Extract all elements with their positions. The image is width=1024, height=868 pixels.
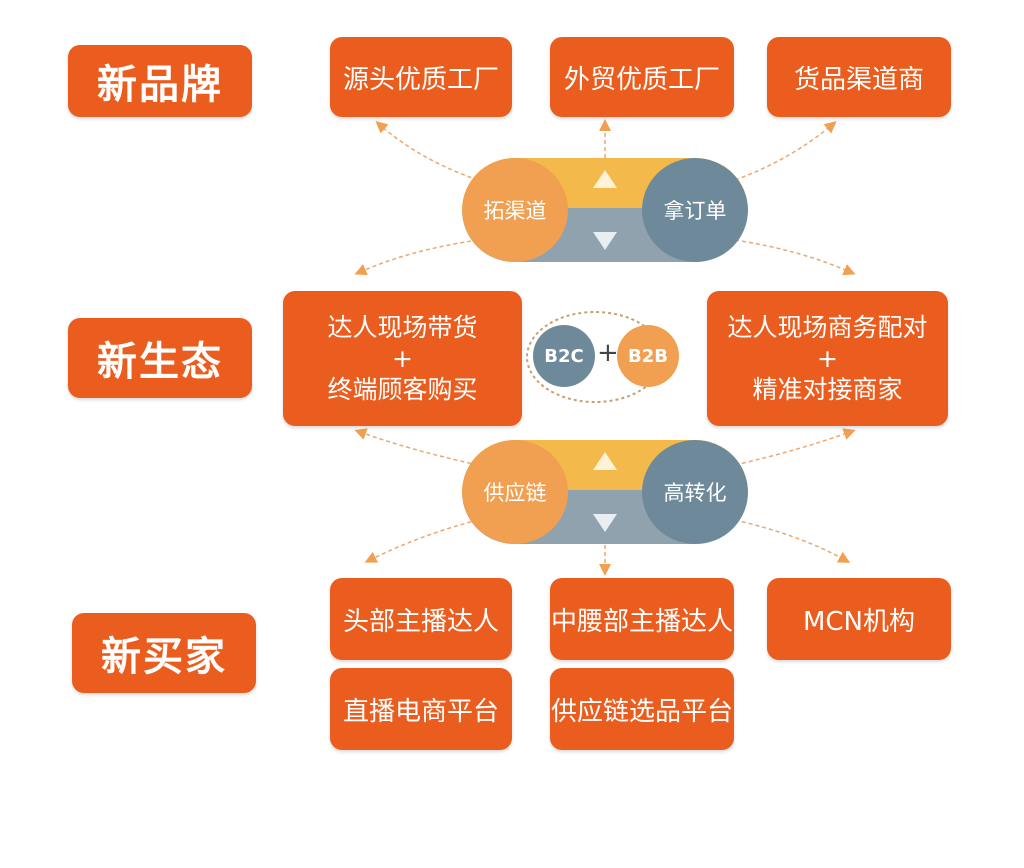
node-live-selling: 达人现场带货 + 终端顾客购买 — [283, 291, 522, 426]
node-top-streamers: 头部主播达人 — [330, 578, 512, 660]
b2c-label: B2C — [544, 345, 584, 367]
node-label: MCN机构 — [802, 606, 916, 637]
down-arrow-icon — [593, 232, 617, 250]
plus-sign: + — [817, 344, 838, 373]
up-arrow-icon — [593, 170, 617, 188]
node-live-ecommerce-platform: 直播电商平台 — [330, 668, 512, 750]
b2b-circle: B2B — [617, 325, 679, 387]
circle-get-orders: 拿订单 — [642, 158, 748, 262]
category-new-buyer: 新买家 — [72, 613, 256, 693]
b2b-label: B2B — [628, 345, 668, 367]
b2-plus: + — [597, 338, 619, 368]
node-mid-streamers: 中腰部主播达人 — [550, 578, 734, 660]
down-arrow-icon — [593, 514, 617, 532]
node-label: 直播电商平台 — [342, 696, 499, 727]
circle-label: 拿订单 — [663, 199, 727, 223]
node-supply-selection-platform: 供应链选品平台 — [550, 668, 734, 750]
node-mcn: MCN机构 — [767, 578, 951, 660]
circle-label: 高转化 — [663, 481, 727, 505]
node-line: 达人现场带货 — [327, 313, 478, 342]
node-label: 中腰部主播达人 — [550, 606, 733, 637]
category-new-brand: 新品牌 — [68, 45, 252, 117]
category-label: 新品牌 — [97, 62, 223, 108]
category-new-ecology: 新生态 — [68, 318, 252, 398]
node-source-factory: 源头优质工厂 — [330, 37, 512, 117]
category-label: 新生态 — [97, 339, 223, 385]
node-trade-factory: 外贸优质工厂 — [550, 37, 734, 117]
node-label: 货品渠道商 — [793, 64, 924, 95]
capsule-top: 拓渠道 拿订单 — [462, 158, 748, 262]
node-line: 终端顾客购买 — [327, 375, 478, 404]
capsule-bottom: 供应链 高转化 — [462, 440, 748, 544]
circle-supply-chain: 供应链 — [462, 440, 568, 544]
node-business-matching: 达人现场商务配对 + 精准对接商家 — [707, 291, 948, 426]
node-label: 供应链选品平台 — [550, 696, 733, 727]
category-label: 新买家 — [101, 634, 227, 680]
circle-high-conversion: 高转化 — [642, 440, 748, 544]
circle-label: 供应链 — [483, 481, 547, 505]
node-label: 源头优质工厂 — [342, 64, 499, 95]
node-label: 外贸优质工厂 — [563, 64, 720, 95]
circle-label: 拓渠道 — [483, 199, 547, 223]
circle-expand-channel: 拓渠道 — [462, 158, 568, 262]
node-channel-dealer: 货品渠道商 — [767, 37, 951, 117]
node-label: 头部主播达人 — [342, 606, 499, 637]
plus-sign: + — [392, 344, 413, 373]
b2c-circle: B2C — [533, 325, 595, 387]
up-arrow-icon — [593, 452, 617, 470]
node-line: 精准对接商家 — [752, 375, 903, 404]
node-line: 达人现场商务配对 — [727, 313, 928, 342]
